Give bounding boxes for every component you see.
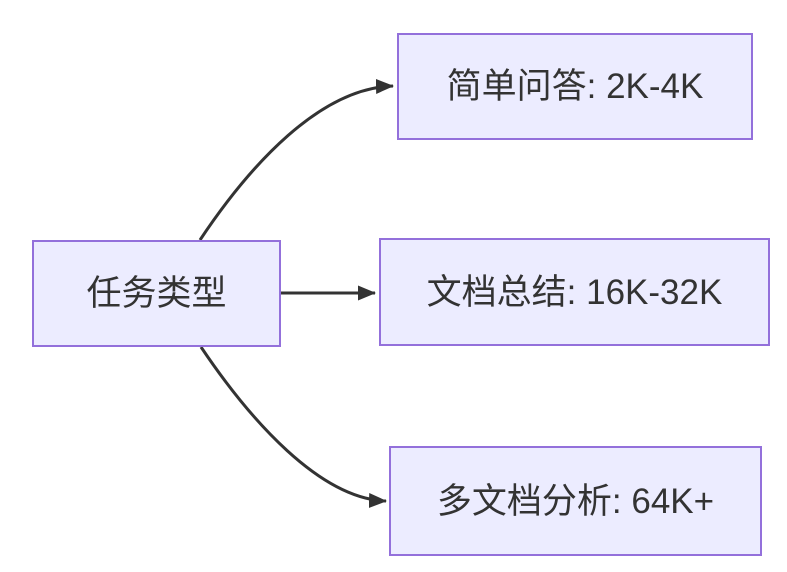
node-task-type: 任务类型 [32, 240, 281, 347]
node-simple-qa-label: 简单问答: 2K-4K [446, 67, 704, 106]
edge-root-to-simple-qa [198, 78, 394, 241]
node-doc-summary-label: 文档总结: 16K-32K [426, 272, 723, 312]
node-multi-doc-analysis: 多文档分析: 64K+ [389, 446, 762, 556]
node-multi-doc-analysis-label: 多文档分析: 64K+ [436, 481, 715, 521]
edge-root-to-multi-doc [199, 346, 387, 508]
node-simple-qa: 简单问答: 2K-4K [397, 33, 753, 140]
node-doc-summary: 文档总结: 16K-32K [379, 238, 770, 346]
node-task-type-label: 任务类型 [86, 274, 227, 313]
